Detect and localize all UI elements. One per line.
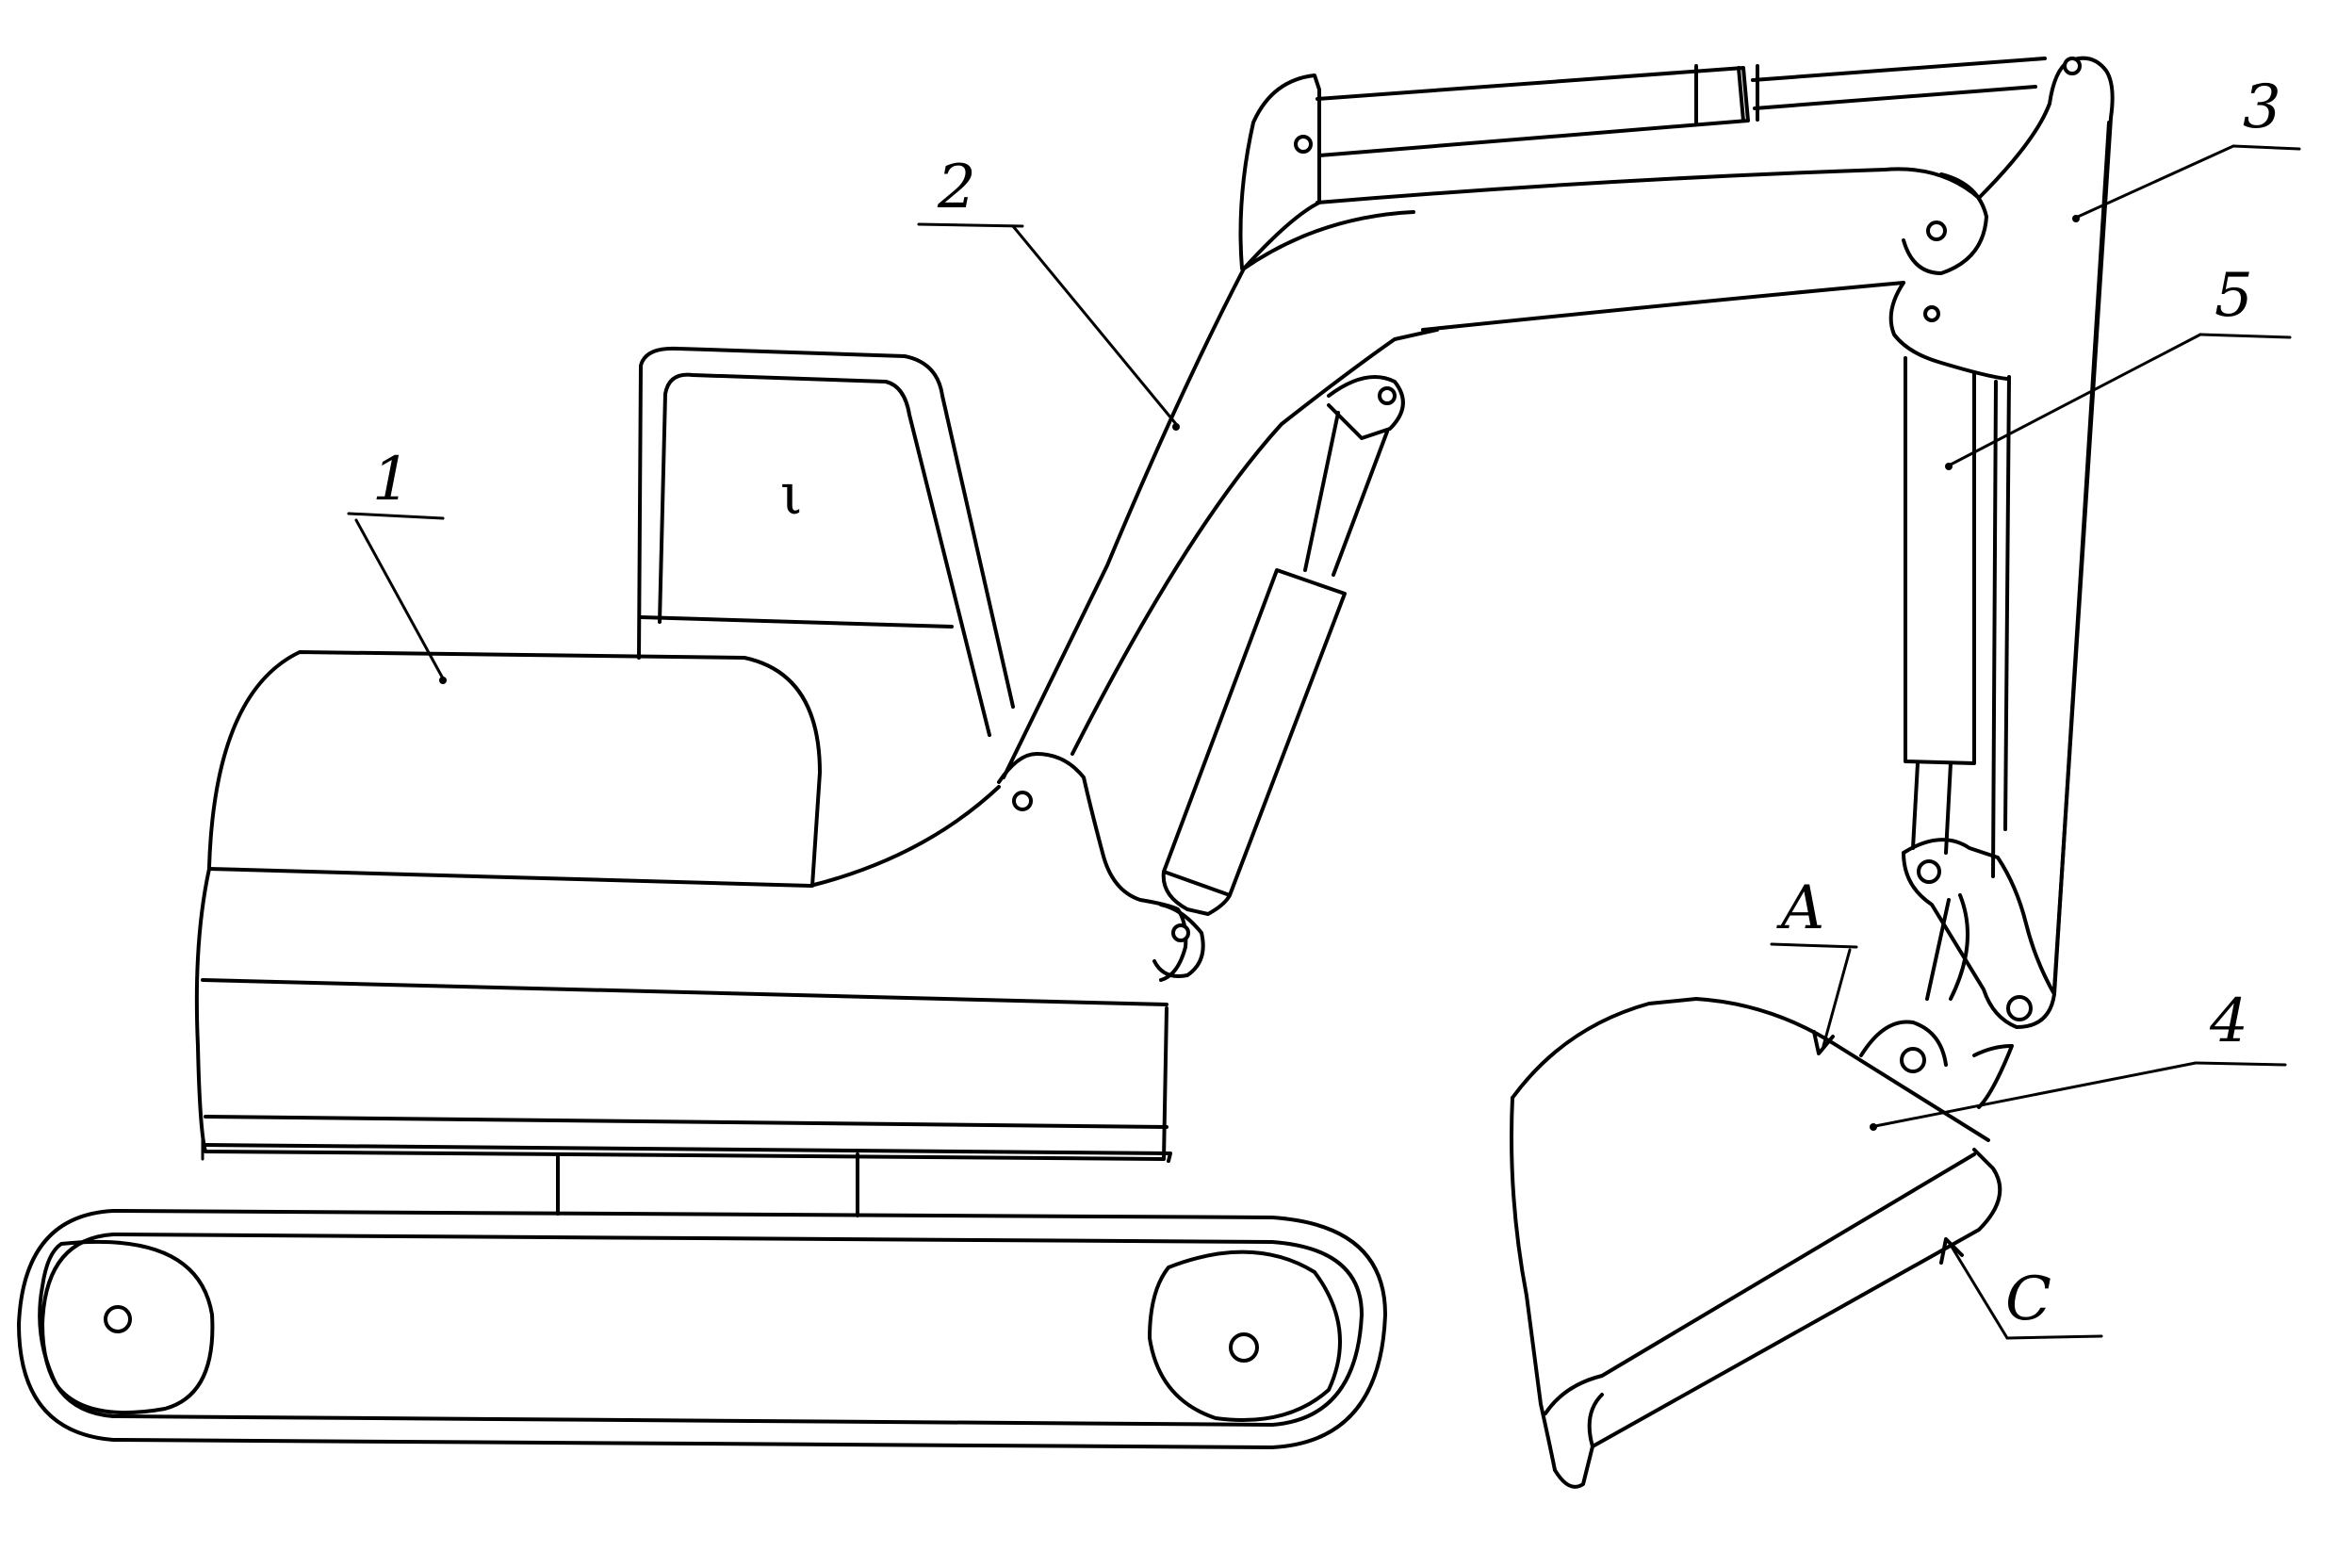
- bucket-cylinder: [1904, 356, 1976, 1001]
- boom-foot-pin: [1012, 791, 1033, 811]
- arm-stick: [1888, 56, 2115, 1029]
- boom-cylinder-base-pin: [1171, 923, 1190, 942]
- boom: [997, 74, 1981, 982]
- upper-body: [194, 650, 1172, 1163]
- rear-wheel-hub: [104, 1305, 132, 1333]
- bucket-cylinder-top-pin: [1923, 305, 1940, 322]
- boom-cylinder-top-pin: [1378, 386, 1397, 405]
- cab-mark: ι: [780, 462, 803, 528]
- label-A: A: [1776, 874, 1824, 943]
- bucket-link-pin: [2006, 995, 2033, 1021]
- crawler-track: [17, 1209, 1387, 1449]
- arm-link-pin: [1917, 859, 1941, 884]
- front-wheel: [1148, 1250, 1342, 1422]
- arm-cylinder: [1316, 57, 2047, 157]
- callouts: 1 2 3 5 4 A C: [347, 73, 2301, 1340]
- arm-top-pin: [2063, 57, 2082, 75]
- label-C: C: [2005, 1265, 2051, 1334]
- label-3: 3: [2243, 73, 2281, 142]
- operator-cab: ι: [637, 346, 1015, 737]
- label-4: 4: [2209, 987, 2248, 1056]
- label-5: 5: [2214, 261, 2253, 331]
- label-2: 2: [937, 153, 976, 222]
- bucket-hinge-pin: [1900, 1047, 1926, 1073]
- label-1: 1: [372, 445, 411, 514]
- boom-arm-pin: [1926, 220, 1947, 241]
- front-wheel-hub: [1229, 1332, 1259, 1363]
- slewing-base: [556, 1152, 859, 1217]
- rear-wheel: [38, 1239, 215, 1415]
- bucket: [1510, 997, 2014, 1489]
- arm-cylinder-anchor-pin: [1294, 135, 1313, 154]
- boom-cylinder: [1152, 411, 1389, 978]
